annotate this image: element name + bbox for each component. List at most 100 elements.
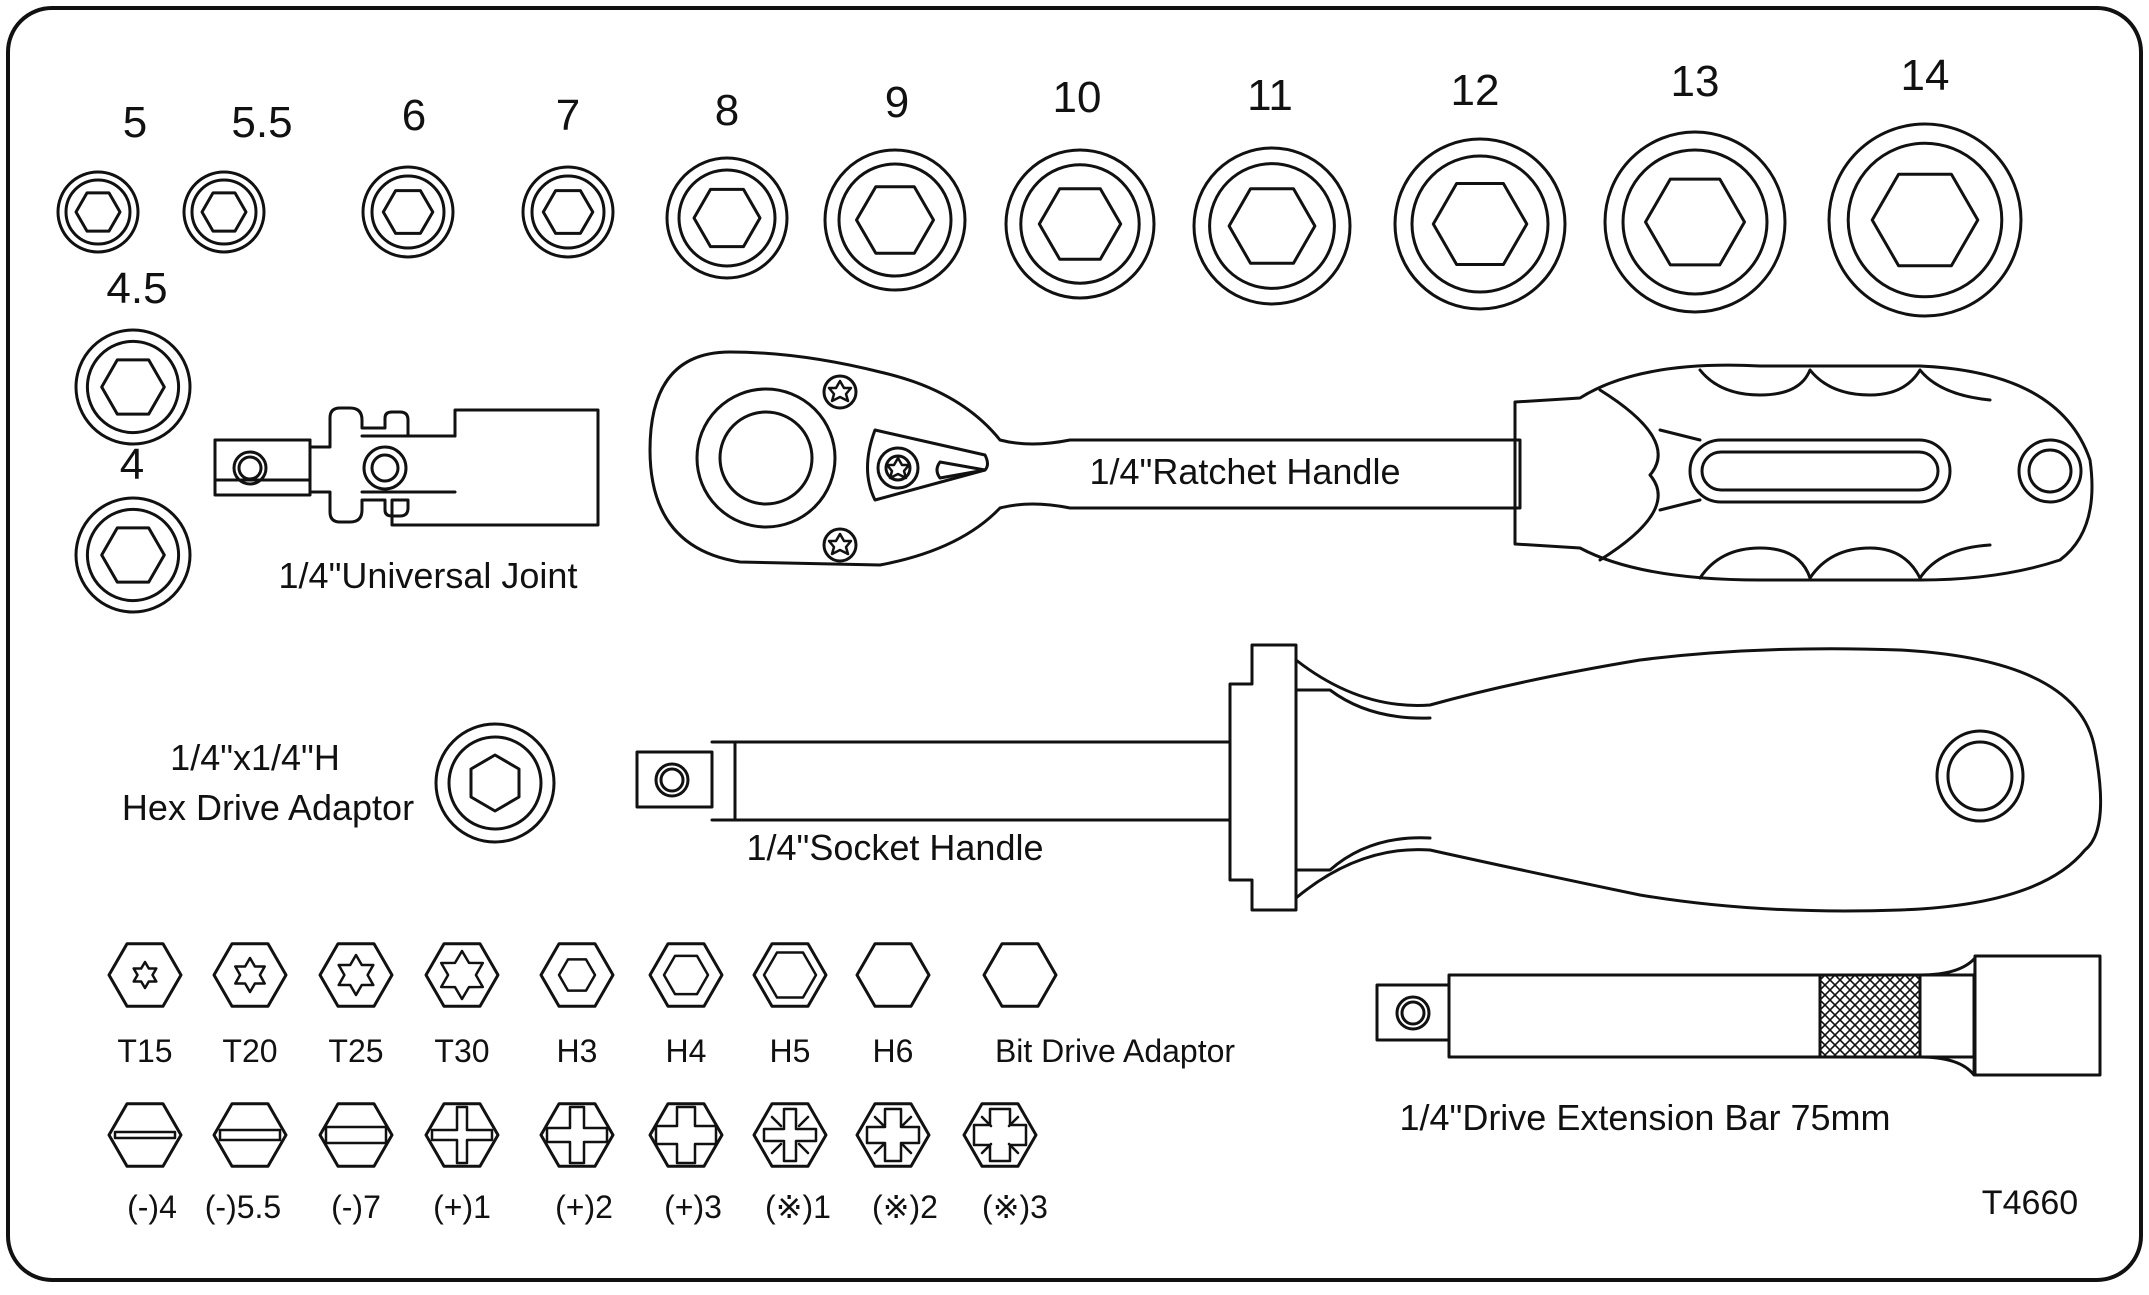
socket-size-label: 14 (1901, 51, 1950, 100)
bit-hex: H4 (648, 942, 724, 1069)
socket-outer-ring (182, 170, 266, 254)
socket-size-label: 5 (123, 98, 147, 147)
torx-tip-icon (132, 960, 158, 990)
socket-hex-opening (100, 526, 166, 584)
socket-12: 12 (1393, 66, 1567, 311)
socket-hex-opening (100, 358, 166, 416)
socket-hex-opening (74, 191, 122, 233)
socket-inner-ring (1019, 163, 1141, 285)
socket-hex-opening (1227, 187, 1317, 265)
pozidriv-rib-icon (980, 1115, 1020, 1155)
socket-size-label: 9 (885, 78, 909, 127)
socket-8: 8 (665, 86, 789, 280)
socket-outer-ring (74, 328, 192, 446)
pozidriv-tip-icon (865, 1107, 921, 1163)
socket-size-label: 8 (715, 86, 739, 135)
bit-label: T25 (328, 1033, 383, 1069)
bit-hex-body (212, 1102, 288, 1168)
torx-tip-icon (234, 956, 266, 994)
bit-slot: (-)7 (318, 1102, 394, 1225)
socket-inner-ring (85, 507, 181, 603)
torx-tip-icon (439, 949, 485, 1001)
socket-hex-opening (1644, 177, 1746, 267)
socket-size-label: 11 (1247, 71, 1293, 120)
socket-10: 10 (1004, 73, 1156, 300)
bit-hex-body (424, 942, 500, 1008)
bit-hex-body (107, 942, 183, 1008)
socket-outer-ring (521, 165, 615, 259)
socket-inner-ring (1208, 162, 1336, 290)
socket-inner-ring (677, 168, 777, 268)
bit-hex-body (318, 1102, 394, 1168)
socket-handle: 1/4"Socket Handle (635, 643, 2103, 913)
socket-hex-opening (1037, 187, 1123, 261)
socket-hex-opening (541, 189, 595, 235)
bit-label: Bit Drive Adaptor (995, 1033, 1235, 1069)
socket-inner-ring (64, 178, 132, 246)
bit-label: (+)2 (555, 1189, 613, 1225)
bit-hex-body (318, 942, 394, 1008)
socket-13: 13 (1603, 57, 1787, 314)
slot-tip-icon (218, 1128, 282, 1142)
bit-label: T30 (434, 1033, 489, 1069)
bit-label: H4 (666, 1033, 707, 1069)
bit-hex-body (982, 942, 1058, 1008)
socket-hex-opening (1431, 182, 1529, 266)
bit-phillips: (+)3 (648, 1102, 724, 1225)
bit-slot: (-)5.5 (205, 1102, 288, 1225)
bit-phillips: (+)2 (539, 1102, 615, 1225)
hex-tip-icon (762, 951, 818, 999)
socket-outer-ring (1603, 130, 1787, 314)
socket-5-5: 5.5 (182, 98, 293, 254)
bit-pozi: (※)1 (752, 1102, 831, 1225)
bit-hex: H5 (752, 942, 828, 1069)
socket-hex-opening (381, 189, 435, 235)
socket-outer-ring (361, 165, 455, 259)
bit-label: (※)1 (765, 1189, 831, 1225)
socket-outer-ring (74, 496, 192, 614)
hex-drive-adaptor: 1/4"x1/4"H Hex Drive Adaptor (122, 722, 556, 844)
hex-drive-adaptor-label-line1: 1/4"x1/4"H (170, 737, 340, 778)
socket-9: 9 (823, 78, 967, 292)
socket-size-label: 5.5 (231, 98, 292, 147)
socket-size-label: 6 (402, 91, 426, 140)
slot-tip-icon (324, 1125, 388, 1145)
socket-size-label: 10 (1053, 73, 1102, 122)
socket-4: 4 (74, 440, 192, 614)
bit-hex-body (212, 942, 288, 1008)
universal-joint-label: 1/4"Universal Joint (279, 555, 578, 596)
socket-size-label: 13 (1671, 57, 1720, 106)
torx-tip-icon (337, 953, 375, 997)
socket-14: 14 (1827, 51, 2023, 318)
socket-outer-ring (665, 156, 789, 280)
bit-hex-body (648, 942, 724, 1008)
bit-label: (-)5.5 (205, 1189, 281, 1225)
socket-5: 5 (56, 98, 147, 254)
socket-inner-ring (1410, 154, 1550, 294)
socket-7: 7 (521, 91, 615, 259)
bit-label: H6 (873, 1033, 914, 1069)
bit-hex-body (424, 1102, 500, 1168)
socket-6: 6 (361, 91, 455, 259)
socket-inner-ring (190, 178, 258, 246)
socket-inner-ring (370, 174, 446, 250)
socket-size-label: 7 (556, 91, 580, 140)
socket-hex-opening (692, 187, 762, 249)
socket-outer-ring (1393, 137, 1567, 311)
bit-label: (※)3 (982, 1189, 1048, 1225)
bit-label: (+)3 (664, 1189, 722, 1225)
socket-outer-ring (1827, 122, 2023, 318)
phillips-tip-icon (430, 1105, 494, 1165)
bit-label: (※)2 (872, 1189, 938, 1225)
bit-label: T15 (117, 1033, 172, 1069)
extension-bar: 1/4"Drive Extension Bar 75mm (1375, 954, 2102, 1138)
bit-slot: (-)4 (107, 1102, 183, 1225)
bit-hex-body (752, 942, 828, 1008)
bit-hex-body (648, 1102, 724, 1168)
bit-pozi: (※)3 (962, 1102, 1048, 1225)
bit-label: T20 (222, 1033, 277, 1069)
pozidriv-tip-icon (762, 1107, 818, 1163)
bit-hex: H3 (539, 942, 615, 1069)
